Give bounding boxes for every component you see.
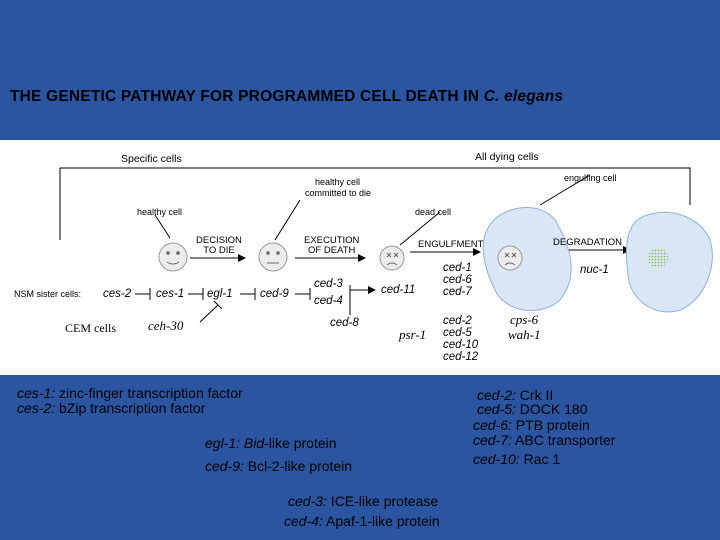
gene-ced11: ced-11 bbox=[381, 284, 416, 296]
committed-pointer bbox=[274, 199, 301, 241]
specific-cells-label: Specific cells bbox=[121, 153, 182, 165]
gene-cps6: cps-6 bbox=[510, 312, 539, 327]
gene-wah1: wah-1 bbox=[508, 327, 541, 342]
gene-ced7: ced-7 bbox=[443, 286, 472, 298]
arrow-ceh30-egl1 bbox=[199, 304, 219, 323]
committed-to-die-label: committed to die bbox=[305, 188, 372, 198]
def-ces2: ces-2: bZip transcription factor bbox=[17, 400, 206, 416]
cem-cells-label: CEM cells bbox=[65, 321, 116, 335]
healthy-cell-pointer bbox=[154, 214, 171, 239]
def-ced2: ced-2: Crk II bbox=[477, 387, 554, 403]
gene-ced12: ced-12 bbox=[443, 351, 479, 363]
all-dying-cells-bracket bbox=[300, 167, 691, 205]
degraded-nucleus bbox=[648, 248, 668, 268]
def-ced6: ced-6: PTB protein bbox=[473, 417, 590, 433]
engulfing-cell-pointer bbox=[539, 174, 591, 206]
def-ced4: ced-4: Apaf-1-like protein bbox=[284, 513, 440, 529]
engulfing-cell bbox=[482, 207, 572, 312]
gene-ced6: ced-6 bbox=[443, 274, 472, 286]
gene-ced1: ced-1 bbox=[443, 262, 472, 274]
gene-psr1: psr-1 bbox=[399, 327, 427, 342]
def-ces1: ces-1: zinc-finger transcription factor bbox=[17, 385, 243, 401]
gene-ces2: ces-2 bbox=[103, 288, 132, 300]
def-ced3: ced-3: ICE-like protease bbox=[288, 493, 439, 509]
gene-ced5: ced-5 bbox=[443, 327, 472, 339]
committed-cell-face bbox=[258, 242, 288, 272]
def-ced9: ced-9: Bcl-2-like protein bbox=[205, 458, 353, 474]
gene-ced9: ced-9 bbox=[260, 288, 289, 300]
def-ced7: ced-7: ABC transporter bbox=[473, 432, 616, 448]
dead-cell-face bbox=[379, 245, 405, 271]
gene-ced8: ced-8 bbox=[330, 317, 359, 329]
dead-cell-pointer bbox=[399, 211, 441, 246]
gene-ceh30: ceh-30 bbox=[148, 318, 184, 333]
gene-ced4: ced-4 bbox=[314, 295, 343, 307]
def-ced5: ced-5: DOCK 180 bbox=[477, 401, 588, 417]
degradation-step: DEGRADATION bbox=[553, 237, 622, 248]
gene-ced3: ced-3 bbox=[314, 278, 343, 290]
gene-ced2: ced-2 bbox=[443, 315, 472, 327]
healthy-cell-face bbox=[158, 242, 188, 272]
gene-ced10: ced-10 bbox=[443, 339, 479, 351]
healthy-committed-label: healthy cell bbox=[315, 177, 361, 187]
gene-ces1: ces-1 bbox=[156, 288, 185, 300]
engulfed-cell-face bbox=[497, 245, 523, 271]
engulfment-step: ENGULFMENT bbox=[418, 239, 484, 250]
nsm-sister-cells-label: NSM sister cells: bbox=[14, 289, 82, 299]
healthy-cell-label: healthy cell bbox=[137, 207, 183, 217]
def-ced10: ced-10: Rac 1 bbox=[473, 451, 561, 467]
specific-cells-bracket bbox=[59, 167, 300, 240]
engulfing-cell-label: engulfing cell bbox=[564, 173, 617, 183]
def-egl1: egl-1: Bid-like protein bbox=[205, 435, 337, 451]
page-title: THE GENETIC PATHWAY FOR PROGRAMMED CELL … bbox=[10, 88, 564, 105]
all-dying-cells-label: All dying cells bbox=[475, 151, 539, 163]
degrading-cell bbox=[625, 211, 713, 313]
gene-nuc1: nuc-1 bbox=[580, 264, 609, 276]
gene-egl1: egl-1 bbox=[207, 288, 233, 300]
dead-cell-label: dead cell bbox=[415, 207, 452, 217]
